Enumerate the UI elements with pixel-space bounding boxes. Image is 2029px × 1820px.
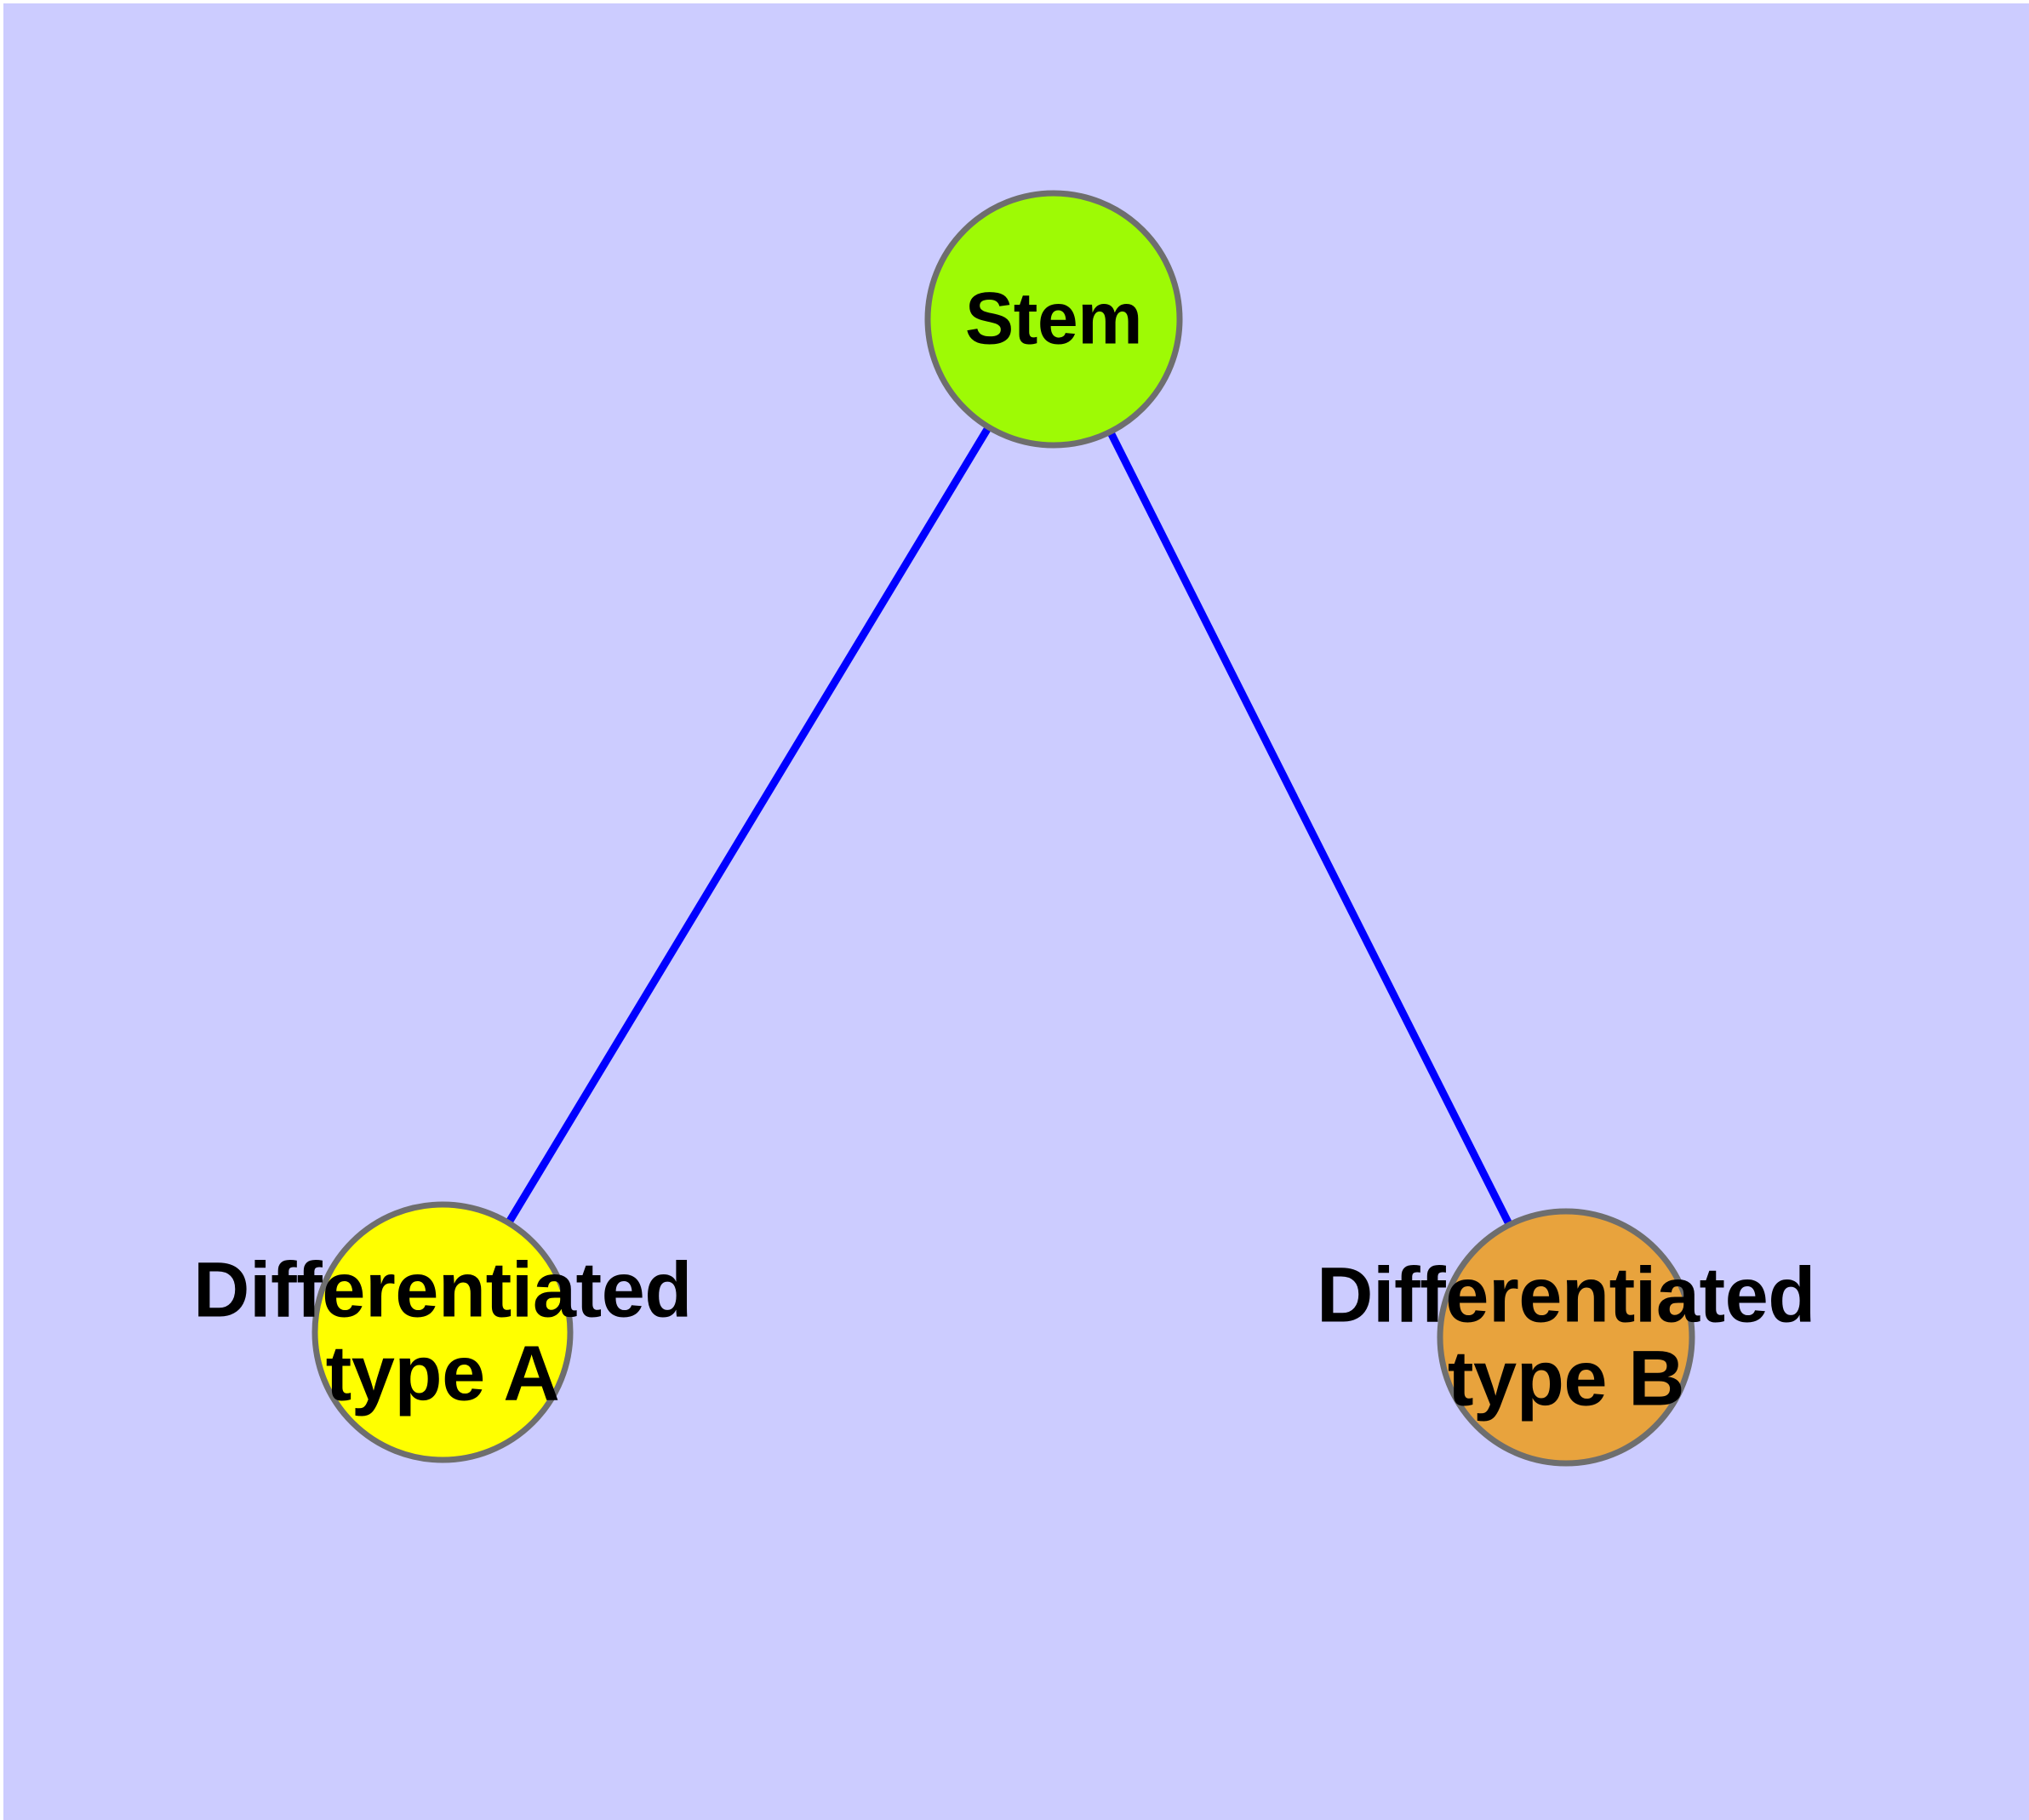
edge-stem-to-differentiated-type-a[interactable] xyxy=(503,421,994,1228)
node-differentiated-type-a[interactable] xyxy=(311,1201,574,1463)
node-differentiated-type-b[interactable] xyxy=(1437,1208,1695,1467)
edge-stem-to-differentiated-type-b[interactable] xyxy=(1105,426,1515,1230)
node-stem[interactable] xyxy=(924,190,1183,449)
nodes-layer xyxy=(311,190,1695,1467)
edges-layer xyxy=(503,421,1515,1230)
